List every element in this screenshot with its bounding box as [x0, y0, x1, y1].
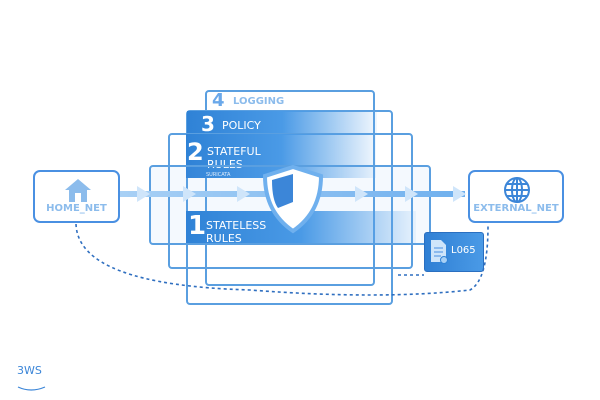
logo: 3WS — [17, 364, 47, 396]
home-net-node[interactable]: HOME_NET — [33, 170, 120, 223]
logo-smile-icon — [17, 386, 46, 391]
logging-layer-title: LOGGING — [233, 96, 285, 107]
policy-layer-number: 3 — [201, 112, 215, 136]
logs-node[interactable]: L065 — [424, 232, 484, 272]
flow-arrow-icon — [237, 186, 250, 202]
flow-arrow-icon — [183, 186, 196, 202]
house-icon — [65, 179, 91, 202]
external-net-node[interactable]: EXTERNAL_NET — [468, 170, 564, 223]
stateless-layer-title-line1: STATELESS — [206, 219, 267, 232]
flow-arrow-icon — [137, 186, 150, 202]
stateful-layer-title-line1: STATEFUL — [207, 145, 261, 158]
stateful-layer-number: 2 — [187, 138, 204, 166]
home-net-label: HOME_NET — [46, 203, 107, 214]
logging-layer-number: 4 — [212, 90, 225, 111]
log-document-icon — [431, 240, 448, 264]
flow-arrow-icon — [405, 186, 418, 202]
stateful-subtitle: SURICATA — [206, 172, 231, 178]
policy-layer-title: POLICY — [222, 119, 261, 132]
shield-icon — [262, 164, 324, 234]
flow-arrow-icon — [355, 186, 368, 202]
policy-header-bar — [187, 111, 377, 135]
globe-icon — [504, 177, 530, 203]
stateful-layer-title-line2: RULES — [207, 158, 243, 171]
flow-arrow-icon — [453, 186, 466, 202]
external-net-label: EXTERNAL_NET — [473, 203, 559, 214]
logging-panel — [205, 90, 375, 286]
stateless-layer-title-line2: RULES — [206, 232, 242, 245]
logs-label: L065 — [451, 245, 476, 256]
stateless-layer-number: 1 — [188, 211, 207, 241]
logo-text: 3WS — [17, 364, 42, 377]
